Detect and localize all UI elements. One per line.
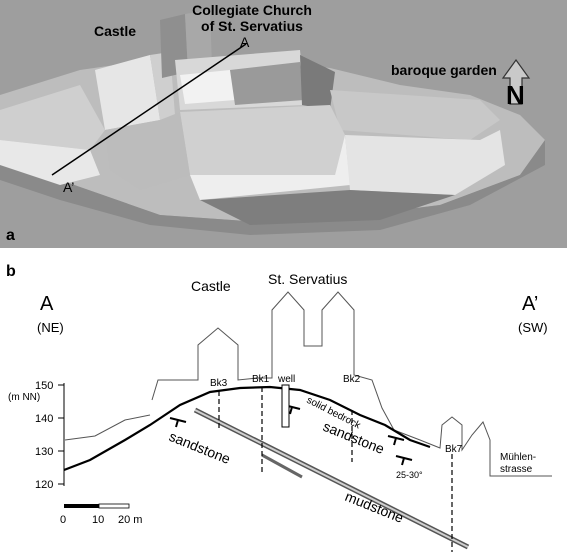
panel-a-3d-model: N Castle Collegiate Church of St. Servat… (0, 0, 567, 248)
church-section-label: St. Servatius (268, 271, 347, 287)
building-outlines (64, 291, 552, 477)
panel-a-label: a (6, 227, 15, 244)
profile-start-label: A (40, 293, 54, 315)
castle-section-label: Castle (191, 278, 231, 294)
section-line-a-a-prime (51, 43, 247, 176)
profile-end-label: A’ (522, 293, 538, 315)
scale-bar (64, 503, 130, 509)
axis-tick-150: 150 (35, 380, 53, 392)
dip-symbols (169, 404, 413, 466)
street-buildings-outline (393, 416, 552, 477)
church-label-line1: Collegiate Church (192, 2, 312, 18)
borehole-well: well (277, 374, 295, 385)
street-label-line1: Mühlen- (500, 452, 536, 463)
street-label-line2: strasse (500, 464, 533, 475)
castle-block (95, 55, 160, 130)
borehole-bk1: Bk1 (252, 374, 270, 385)
well-shaft (281, 384, 290, 428)
scale-tick-0: 0 (60, 514, 66, 526)
terrain-model (0, 10, 545, 235)
axis-unit: (m NN) (8, 392, 40, 403)
axis-tick-130: 130 (35, 446, 53, 458)
axis-tick-120: 120 (35, 479, 53, 491)
borehole-bk3: Bk3 (210, 378, 228, 389)
church-label-line2: of St. Servatius (201, 18, 303, 34)
baroque-garden-terrace (330, 90, 500, 140)
section-start-label: A (240, 34, 250, 50)
panel-b-cross-section: b A (NE) A’ (SW) (m NN) 150 140 130 120 (0, 248, 567, 555)
panel-b-label: b (6, 263, 16, 280)
dip-angle-label: 25-30° (396, 470, 423, 480)
north-arrow-icon (501, 58, 531, 105)
section-end-label: A’ (63, 179, 74, 195)
castle-outline (151, 327, 259, 401)
baroque-garden-label: baroque garden (391, 62, 497, 78)
borehole-bk2: Bk2 (343, 374, 361, 385)
church-outline (258, 291, 395, 431)
profile-start-orientation: (NE) (37, 320, 64, 335)
bedrock-surface (63, 385, 431, 472)
axis-tick-140: 140 (35, 413, 53, 425)
scale-tick-10: 10 (92, 514, 104, 526)
scale-tick-20: 20 m (118, 514, 142, 526)
castle-label: Castle (94, 23, 136, 39)
mudstone-layer (193, 407, 470, 550)
borehole-lines (218, 387, 453, 552)
north-label: N (506, 80, 525, 110)
church-tower-right (185, 10, 212, 72)
profile-end-orientation: (SW) (518, 320, 548, 335)
borehole-bk7: Bk7 (445, 444, 463, 455)
